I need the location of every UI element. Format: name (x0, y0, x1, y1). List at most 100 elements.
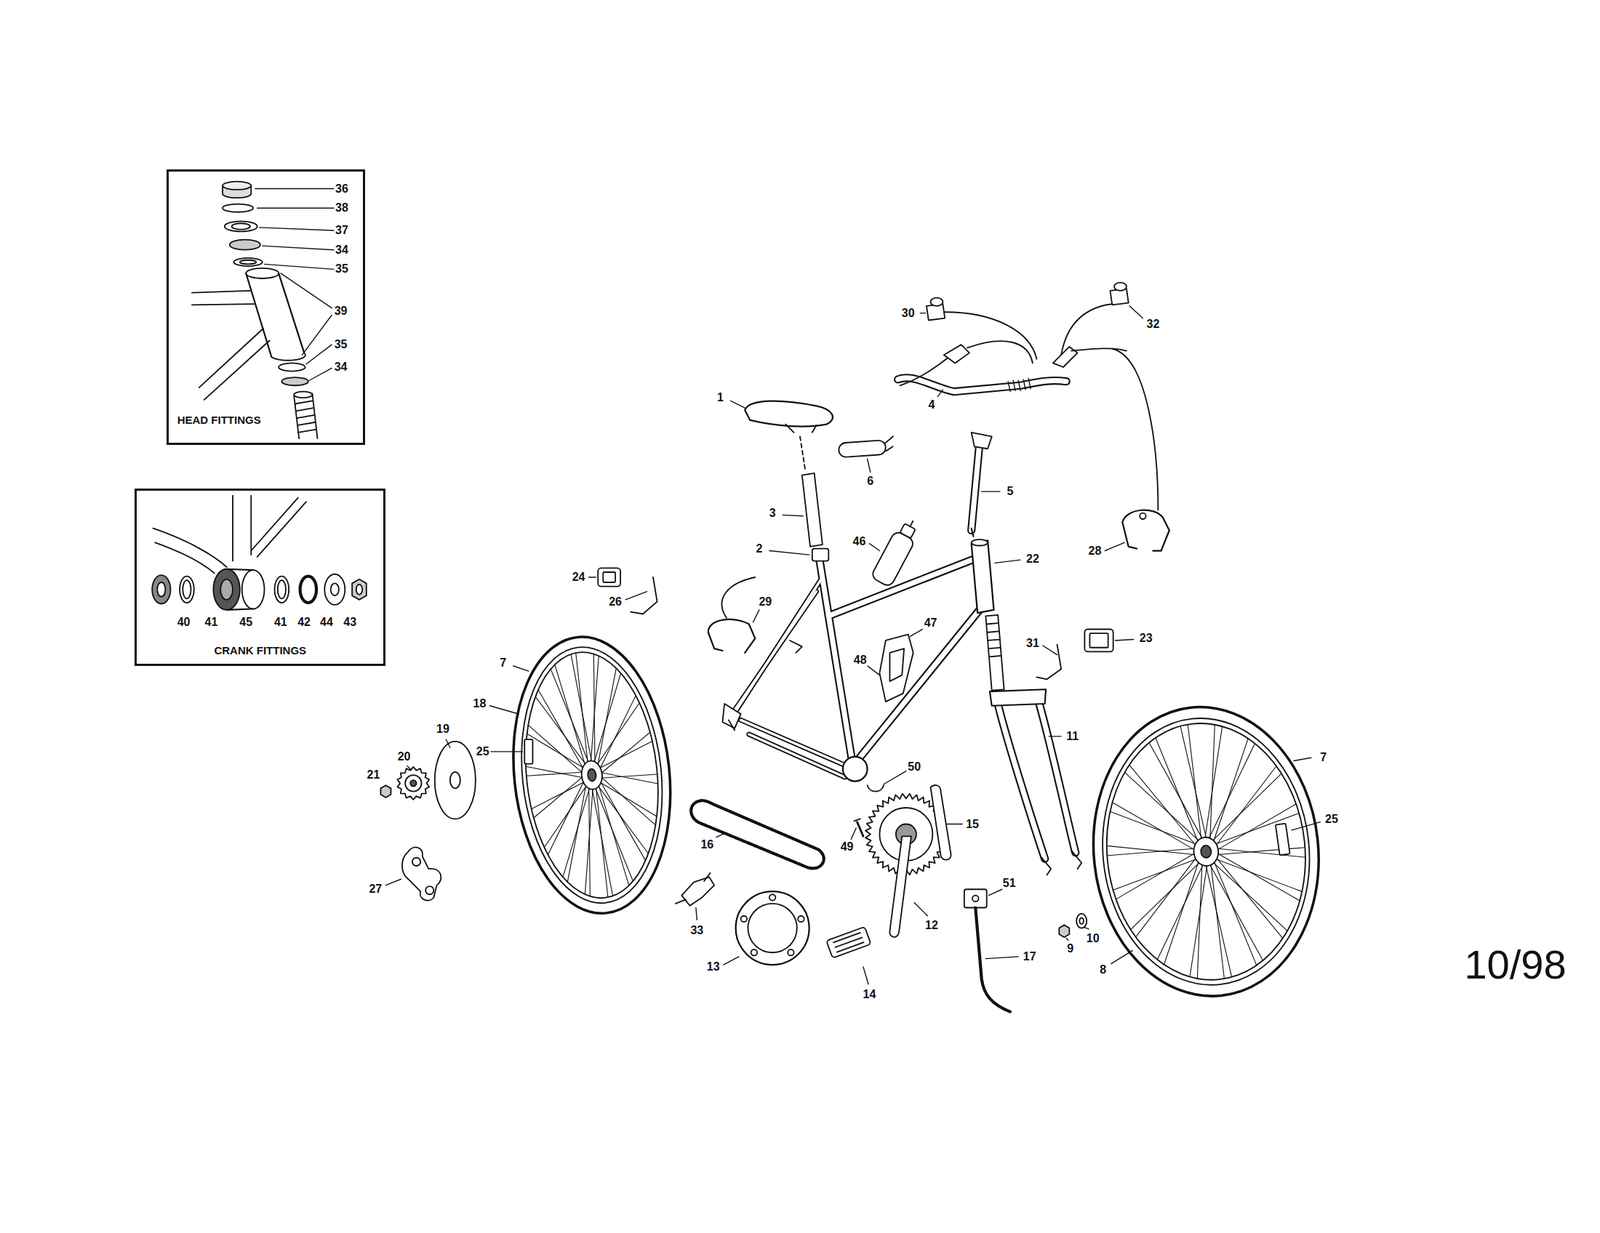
spoke-reflector (1275, 824, 1291, 856)
callout-number: 8 (1098, 964, 1107, 976)
callout-number: 40 (176, 616, 192, 629)
spoke (1112, 853, 1200, 900)
spoke (529, 781, 589, 810)
spoke (525, 760, 584, 784)
callout-number: 12 (924, 920, 939, 932)
spoke (594, 783, 633, 885)
callout-number: 20 (397, 751, 412, 763)
callout-number: 22 (1025, 553, 1040, 566)
callout-number: 29 (757, 596, 773, 608)
spoke (1153, 860, 1210, 966)
callout-number: 44 (319, 616, 334, 629)
crank-fittings-parts (152, 496, 367, 611)
spoke (1155, 734, 1199, 847)
callout-number: 21 (366, 769, 382, 782)
callout-number: 46 (851, 536, 867, 548)
spoke (1187, 724, 1202, 841)
spoke (1216, 845, 1305, 858)
spoke (526, 770, 584, 779)
frame (722, 559, 980, 782)
spoke (1210, 862, 1225, 979)
callout-number: 36 (334, 183, 350, 195)
callout-number: 10 (1085, 933, 1101, 945)
spoke (1128, 856, 1205, 937)
callout-number: 24 (571, 571, 587, 584)
spoke (599, 776, 646, 865)
spoke (1213, 857, 1257, 970)
callout-number: 16 (699, 839, 715, 851)
callout-number: 25 (1324, 813, 1339, 826)
spoke (592, 696, 644, 771)
spoke (1106, 846, 1196, 859)
rear-wheel (500, 629, 684, 922)
callout-number: 25 (475, 746, 491, 758)
spoke (1207, 766, 1284, 847)
callout-number: 5 (1006, 485, 1015, 498)
spoke (570, 653, 592, 766)
callout-number: 9 (1066, 943, 1075, 955)
spoke (550, 666, 590, 768)
spoke (1208, 858, 1263, 966)
callout-number: 35 (334, 263, 350, 275)
callout-number: 35 (333, 338, 349, 351)
callout-number: 41 (204, 616, 219, 629)
spoke (597, 781, 630, 888)
saddle (744, 401, 833, 427)
leader-lines (255, 189, 1321, 985)
callout-number: 42 (296, 616, 312, 629)
spoke (1149, 738, 1203, 845)
spoke (1205, 773, 1288, 842)
spoke (1124, 765, 1200, 850)
inset-box: CRANK FITTINGS (134, 488, 386, 667)
spoke (538, 685, 584, 775)
callout-number: 43 (342, 616, 358, 629)
inset-title: HEAD FITTINGS (177, 414, 262, 427)
front-wheel (1079, 696, 1334, 1008)
date-stamp: 10/98 (1463, 944, 1567, 986)
spoke (583, 653, 606, 766)
callout-number: 38 (334, 202, 350, 214)
spoke (589, 703, 646, 767)
callout-number: 27 (368, 883, 383, 896)
callout-number: 4 (928, 399, 936, 411)
spoke (600, 766, 659, 790)
spoke (600, 772, 658, 781)
spoke (1109, 802, 1198, 854)
toothed-ring (397, 767, 430, 800)
callout-number: 41 (273, 616, 288, 629)
spoke (1180, 725, 1207, 842)
callout-number: 49 (840, 841, 855, 854)
callout-number: 39 (333, 305, 349, 318)
spoke (557, 783, 597, 883)
callout-number: 26 (608, 596, 623, 608)
spoke (1202, 738, 1259, 844)
callout-number: 17 (1022, 951, 1038, 963)
spoke (1205, 862, 1232, 979)
callout-number: 47 (923, 617, 939, 630)
spoke (538, 784, 594, 848)
spoke (1178, 864, 1219, 977)
spoke (1124, 861, 1207, 930)
callout-number: 7 (1319, 752, 1328, 764)
callout-number: 51 (1002, 877, 1017, 890)
callout-number: 48 (853, 654, 868, 667)
spoke (1212, 854, 1288, 939)
callout-number: 23 (1138, 632, 1154, 645)
inset-title: CRANK FITTINGS (213, 645, 307, 658)
spoke (530, 776, 588, 819)
callout-number: 14 (862, 989, 878, 1001)
spoke (596, 741, 656, 770)
callout-number: 45 (238, 616, 254, 629)
spoke-reflector (524, 739, 533, 765)
spoke (597, 780, 649, 859)
callout-number: 34 (334, 244, 350, 256)
spoke (535, 692, 587, 771)
spoke (1197, 725, 1227, 841)
callout-number: 19 (435, 723, 451, 736)
head-fittings-parts (192, 181, 318, 440)
callout-number: 1 (716, 392, 725, 404)
callout-number: 50 (906, 761, 922, 774)
callout-number: 18 (472, 698, 488, 710)
spoke (1193, 726, 1235, 840)
